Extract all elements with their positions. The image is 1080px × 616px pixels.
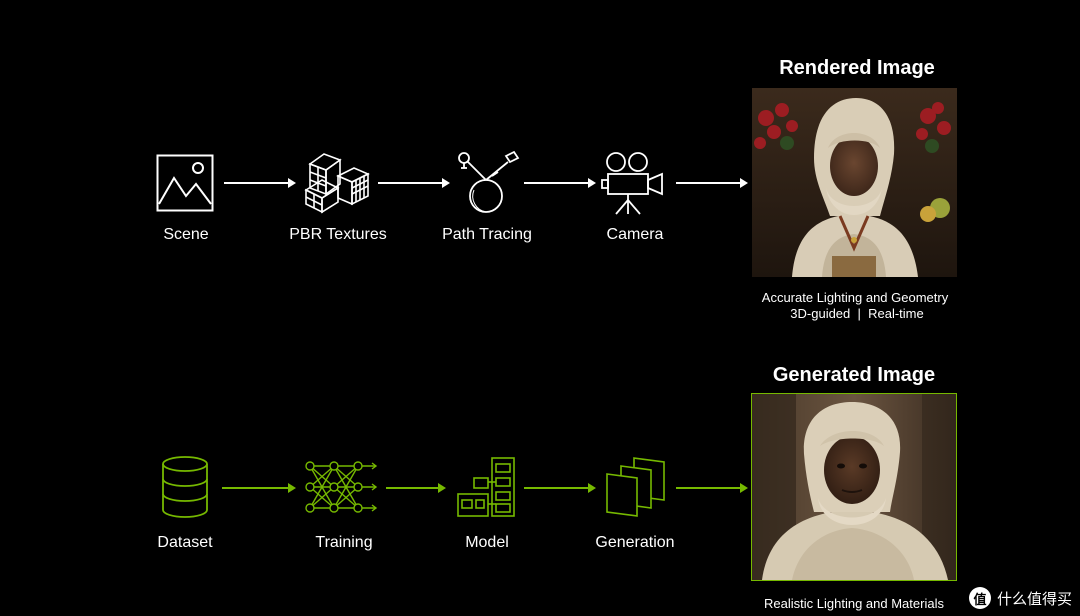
step-label-dataset: Dataset	[157, 534, 213, 551]
step-label-generation: Generation	[595, 534, 675, 551]
generated-image-title: Generated Image	[772, 364, 936, 386]
step-label-model: Model	[465, 534, 509, 551]
rendered-caption-line1: Accurate Lighting and Geometry	[761, 290, 949, 305]
rendered-image-title: Rendered Image	[779, 57, 935, 79]
flow-arrow	[222, 481, 296, 495]
flow-arrow	[524, 176, 596, 190]
step-label-scene: Scene	[163, 226, 209, 243]
stacked-frames-icon	[604, 456, 666, 525]
flow-arrow	[386, 481, 446, 495]
flow-arrow	[224, 176, 296, 190]
rendered-image	[752, 88, 957, 277]
flow-arrow	[524, 481, 596, 495]
step-label-camera: Camera	[606, 226, 664, 243]
generated-caption-line1: Realistic Lighting and Materials	[764, 596, 944, 611]
image-icon	[156, 154, 214, 217]
texture-blocks-icon	[304, 150, 370, 221]
model-blocks-icon	[456, 456, 518, 525]
neural-network-icon	[304, 460, 380, 519]
step-label-training: Training	[315, 534, 373, 551]
rendered-caption-line2: 3D-guided | Real-time	[790, 306, 924, 321]
flow-arrow	[676, 481, 748, 495]
database-icon	[160, 456, 210, 523]
film-camera-icon	[600, 150, 670, 221]
watermark-badge-icon: 值	[968, 587, 991, 609]
flow-arrow	[378, 176, 450, 190]
step-label-pbr-textures: PBR Textures	[289, 226, 387, 243]
generated-image	[751, 393, 957, 581]
watermark-text: 什么值得买	[996, 590, 1072, 608]
flow-arrow	[676, 176, 748, 190]
path-tracing-icon	[456, 150, 522, 221]
site-watermark: 值 什么值得买	[968, 586, 1072, 610]
step-label-path-tracing: Path Tracing	[442, 226, 532, 243]
